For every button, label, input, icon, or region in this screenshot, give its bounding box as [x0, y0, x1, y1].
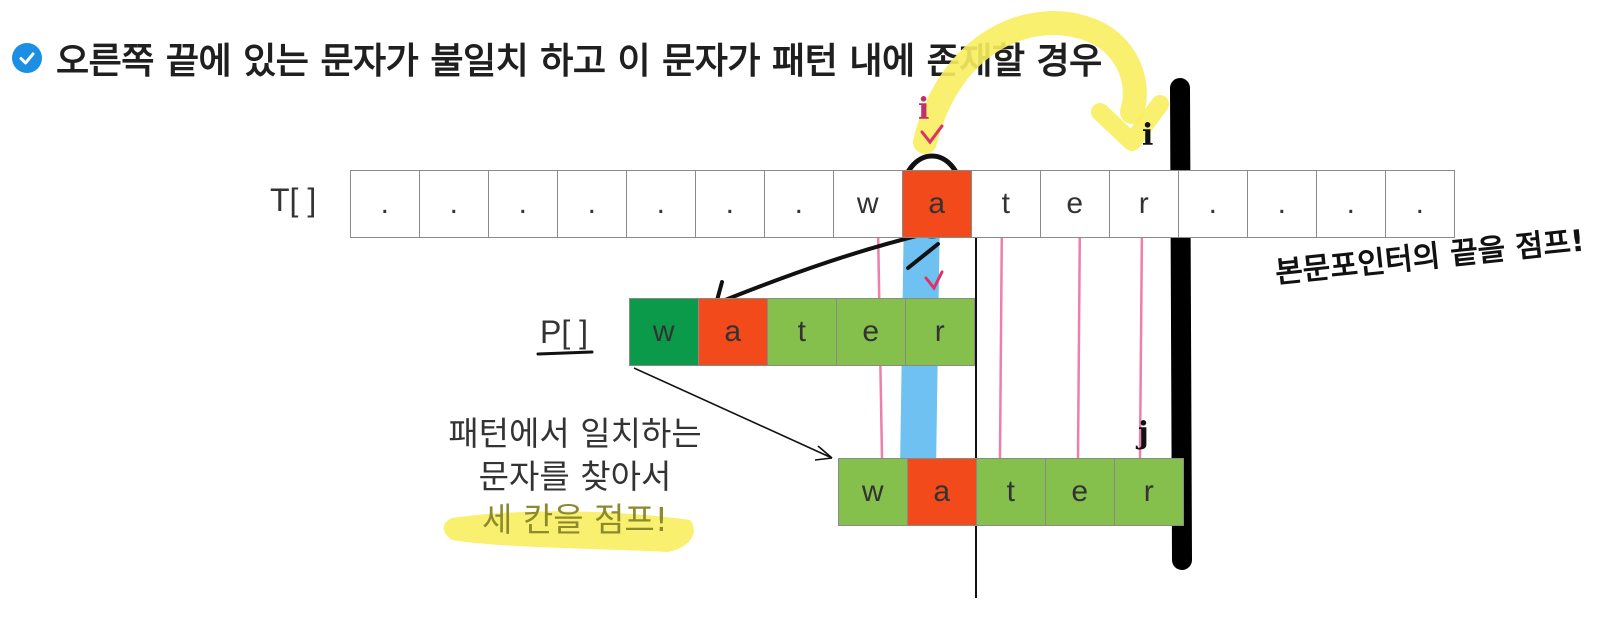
text-cell: .	[1384, 170, 1455, 238]
jump-arrowhead	[1091, 95, 1169, 151]
check-mark	[924, 270, 944, 291]
text-cell: .	[1246, 170, 1317, 238]
text-cell: .	[694, 170, 765, 238]
text-label: T[ ]	[270, 182, 317, 218]
i-marker-top: i	[918, 92, 930, 127]
text-cell: .	[487, 170, 558, 238]
pattern-cell: a	[697, 298, 768, 366]
shift-arrow	[633, 367, 833, 459]
text-cell: .	[556, 170, 627, 238]
jump-arc-arrow	[913, 11, 1147, 154]
shifted-cell: r	[1113, 458, 1184, 526]
shifted-cell: t	[975, 458, 1046, 526]
text-cell: e	[1039, 170, 1110, 238]
pattern-cell: w	[628, 298, 699, 366]
check-circle-icon	[12, 43, 42, 73]
j-marker: j	[1138, 416, 1149, 451]
text-cell: .	[1177, 170, 1248, 238]
i-marker-right: i	[1142, 118, 1154, 153]
caption-highlight	[443, 511, 694, 552]
pattern-label: P[ ]	[540, 314, 589, 350]
caption-line-1: 패턴에서 일치하는	[448, 414, 702, 453]
text-cell: t	[970, 170, 1041, 238]
shifted-cell: w	[837, 458, 908, 526]
text-cell: .	[418, 170, 489, 238]
text-cell: .	[625, 170, 696, 238]
pink-line	[998, 209, 1004, 459]
shifted-cell: a	[906, 458, 977, 526]
pattern-label-underline	[536, 350, 594, 356]
caption-line-3: 세 칸을 점프!	[481, 500, 668, 539]
text-cell: a	[901, 170, 972, 238]
pattern-cell: r	[904, 298, 975, 366]
caption: 패턴에서 일치하는 문자를 찾아서 세 칸을 점프!	[400, 412, 750, 541]
text-cell: .	[763, 170, 834, 238]
heading: 오른쪽 끝에 있는 문자가 불일치 하고 이 문자가 패턴 내에 존재할 경우	[12, 34, 1102, 82]
check-mark	[920, 124, 944, 145]
text-cell: .	[1315, 170, 1386, 238]
pink-line	[1138, 221, 1144, 459]
text-cell: r	[1108, 170, 1179, 238]
caption-line-2: 문자를 찾아서	[478, 457, 672, 496]
pattern-cell: t	[766, 298, 837, 366]
highlights	[443, 11, 1169, 552]
match-arrow	[718, 232, 926, 304]
shifted-cell: e	[1044, 458, 1115, 526]
mismatch-slash	[906, 242, 940, 270]
pink-line	[1076, 209, 1082, 459]
heading-text: 오른쪽 끝에 있는 문자가 불일치 하고 이 문자가 패턴 내에 존재할 경우	[56, 41, 1102, 82]
shift-arrowhead	[814, 445, 833, 461]
text-cell: .	[349, 170, 420, 238]
text-cell: w	[832, 170, 903, 238]
pattern-cell: e	[835, 298, 906, 366]
